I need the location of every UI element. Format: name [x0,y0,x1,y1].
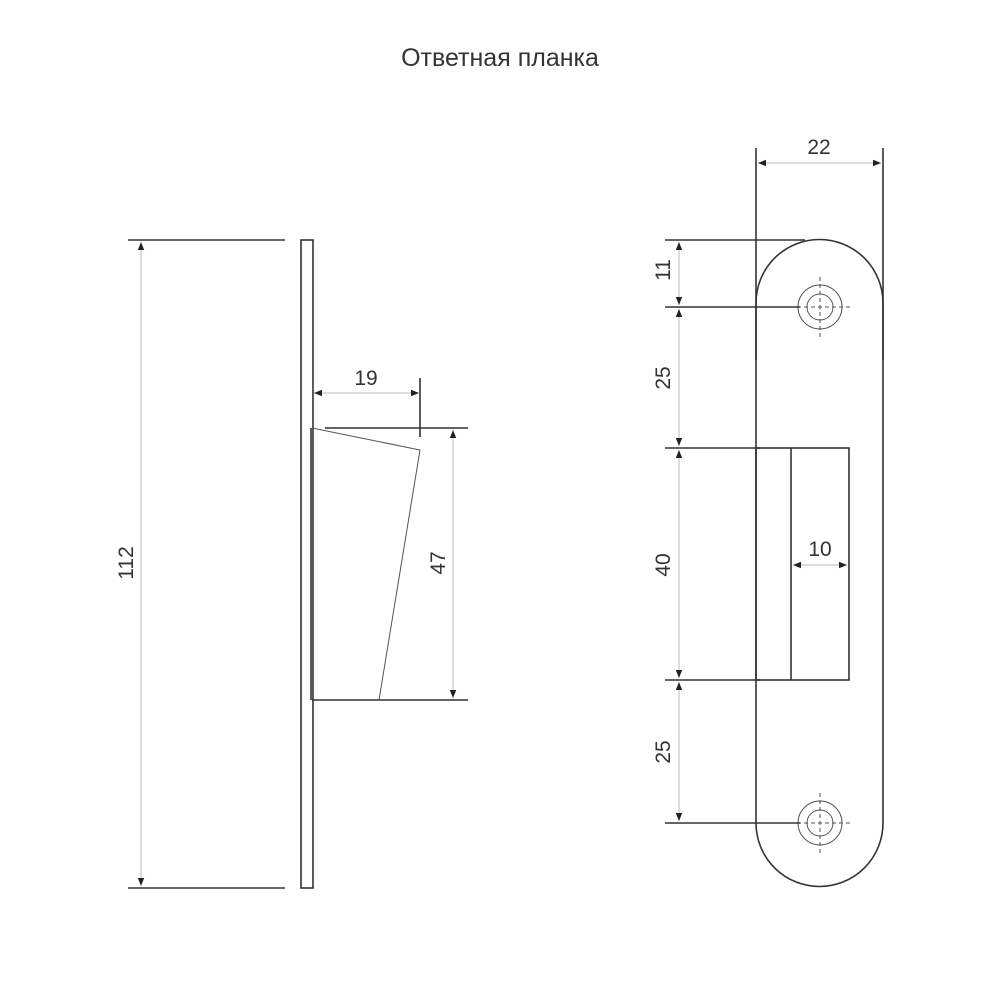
side-view: 112 19 47 [115,239,468,889]
dim-11: 11 [652,259,675,281]
dim-22: 22 [807,136,830,159]
dim-19: 19 [354,367,377,390]
latch-opening [755,447,850,681]
dim-25-upper: 25 [652,366,675,389]
strike-plate-front [755,355,884,888]
dim-47: 47 [427,551,450,574]
dim-40: 40 [652,553,675,576]
dim-112: 112 [115,546,138,579]
dim-10: 10 [808,538,831,561]
strike-plate-side [300,239,314,889]
tongue-profile [311,427,421,701]
drawing-title: Ответная планка [401,44,599,72]
dim-25-lower: 25 [652,740,675,763]
front-view: 22 10 [652,136,884,888]
